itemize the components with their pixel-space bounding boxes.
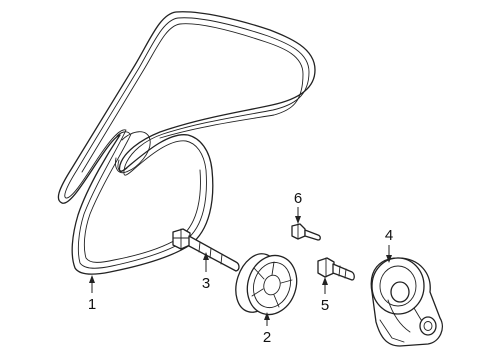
callout-label-4: 4 <box>385 227 393 244</box>
callout-6: 6 <box>294 190 302 224</box>
callout-label-1: 1 <box>88 296 96 313</box>
callout-3: 3 <box>202 252 210 292</box>
belt-tensioner <box>370 257 443 347</box>
stud-bolt <box>291 223 321 241</box>
tensioner-bolt <box>317 257 355 281</box>
callout-label-2: 2 <box>263 329 271 346</box>
idler-pulley <box>235 253 298 316</box>
callout-label-3: 3 <box>202 275 210 292</box>
pulley-bolt <box>172 228 240 272</box>
callout-5: 5 <box>321 277 329 314</box>
callout-label-5: 5 <box>321 297 329 314</box>
callout-1: 1 <box>88 275 96 313</box>
callout-4: 4 <box>385 227 393 263</box>
callout-2: 2 <box>263 312 271 346</box>
callout-label-6: 6 <box>294 190 302 207</box>
